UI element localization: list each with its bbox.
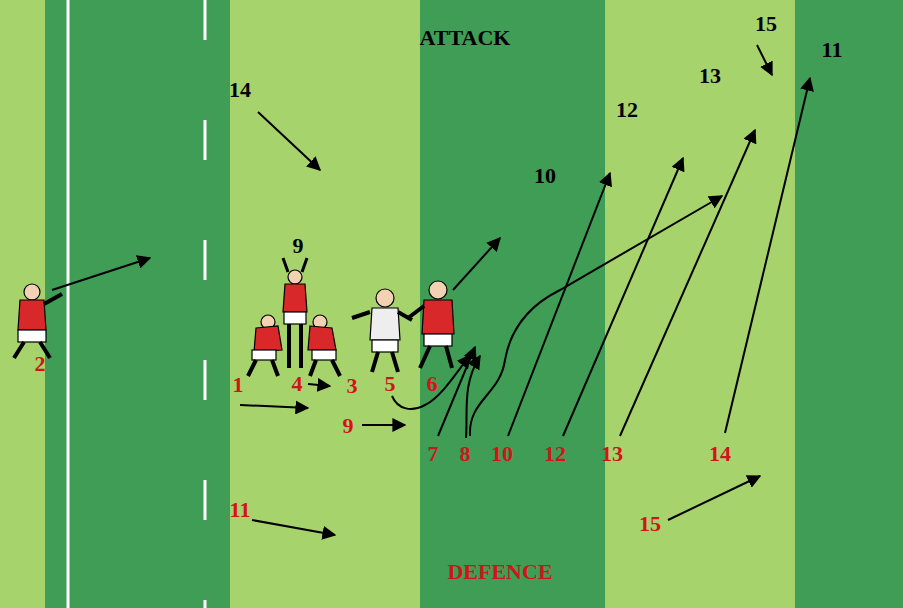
player-number: 3 [347,375,358,397]
player-number: 12 [616,99,638,121]
player-number: 6 [427,373,438,395]
player-number: 15 [639,513,661,535]
player-number: 9 [293,235,304,257]
player-number: 7 [428,443,439,465]
player-number: 13 [699,65,721,87]
player-number: 10 [534,165,556,187]
player-number: 2 [35,353,46,375]
side-label: DEFENCE [447,561,552,583]
player-number: 10 [491,443,513,465]
player-number: 12 [544,443,566,465]
player-number: 11 [822,39,843,61]
player-number: 8 [460,443,471,465]
player-number: 1 [233,374,244,396]
player-number: 11 [230,499,251,521]
player-number: 13 [601,443,623,465]
player-figures [14,258,454,376]
player-number: 4 [292,373,303,395]
player-number: 5 [385,373,396,395]
player-number: 14 [229,79,251,101]
player-number: 14 [709,443,731,465]
side-label: ATTACK [420,27,511,49]
player-number: 15 [755,13,777,35]
player-number: 9 [343,415,354,437]
